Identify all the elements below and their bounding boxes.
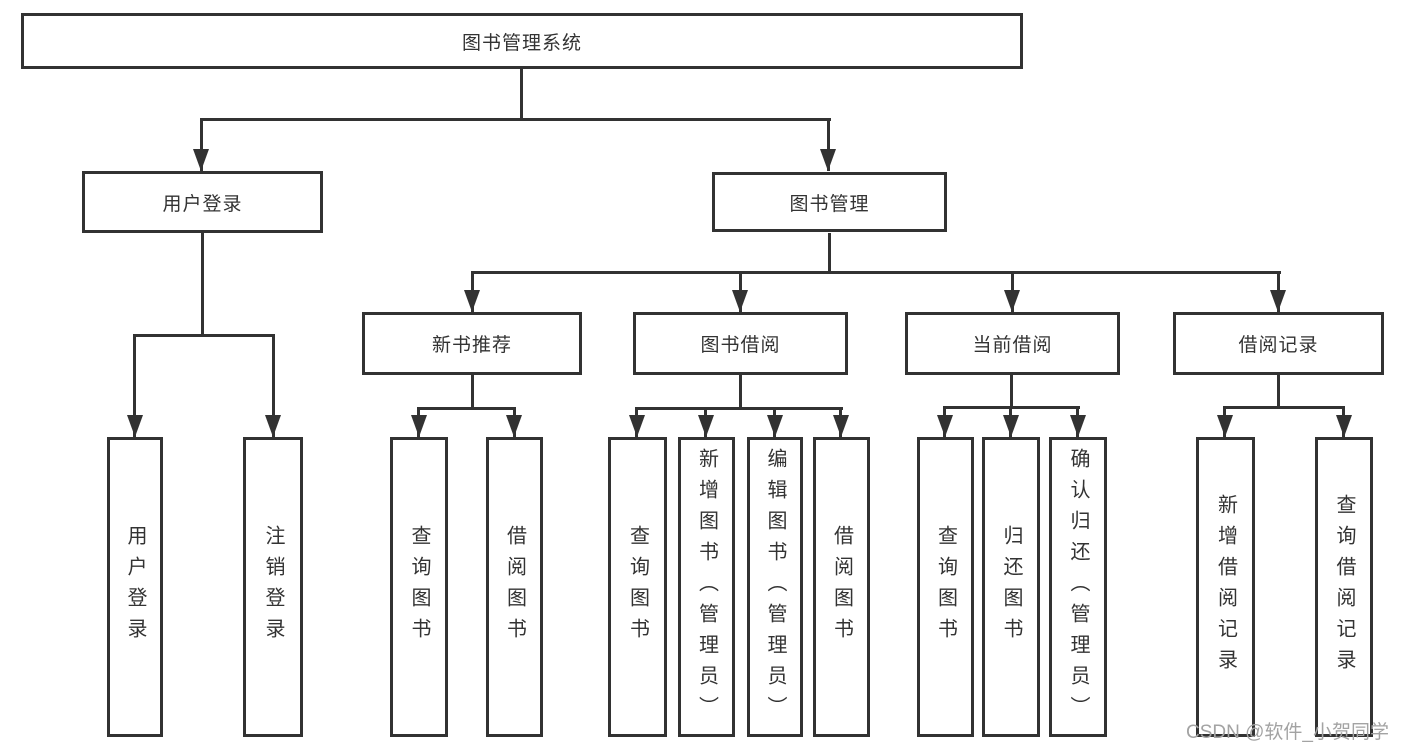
- connector-records-trunk: [1277, 375, 1280, 409]
- leaf-user-login: 用户登录: [107, 437, 163, 737]
- leaf-confirm-return-admin-label: 确认归还（管理员）: [1067, 447, 1089, 727]
- node-borrow-records-label: 借阅记录: [1238, 335, 1319, 356]
- leaf-return-books-label: 归还图书: [1000, 525, 1022, 649]
- connector-records-crossbar: [1223, 406, 1345, 409]
- arrow-down-icon: [1004, 290, 1020, 312]
- leaf-add-book-admin: 新增图书（管理员）: [678, 437, 735, 737]
- connector-recommend-trunk: [471, 375, 474, 410]
- connector-current-trunk: [1010, 375, 1013, 409]
- connector-borrowing-trunk: [739, 375, 742, 410]
- leaf-borrow-books-recommend: 借阅图书: [486, 437, 543, 737]
- node-book-management: 图书管理: [712, 172, 947, 232]
- leaf-query-books-recommend-label: 查询图书: [408, 525, 430, 649]
- node-user-login: 用户登录: [82, 171, 323, 233]
- leaf-add-borrow-record: 新增借阅记录: [1196, 437, 1255, 737]
- arrow-down-icon: [193, 149, 209, 171]
- node-user-login-label: 用户登录: [162, 193, 243, 215]
- connector-userlogin-stub-2: [272, 334, 275, 437]
- connector-root-stub-right: [827, 118, 830, 171]
- arrow-down-icon: [1217, 415, 1233, 437]
- arrow-down-icon: [629, 415, 645, 437]
- node-root: 图书管理系统: [21, 13, 1023, 69]
- leaf-add-book-admin-label: 新增图书（管理员）: [695, 447, 718, 727]
- arrow-down-icon: [767, 415, 783, 437]
- leaf-query-borrow-record: 查询借阅记录: [1315, 437, 1373, 737]
- arrow-down-icon: [937, 415, 953, 437]
- arrow-down-icon: [833, 415, 849, 437]
- arrow-down-icon: [820, 149, 836, 171]
- connector-root-crossbar: [200, 118, 831, 121]
- node-new-book-recommend-label: 新书推荐: [431, 335, 512, 356]
- leaf-query-books-borrowing: 查询图书: [608, 437, 667, 737]
- arrow-down-icon: [732, 290, 748, 312]
- leaf-borrow-books-recommend-label: 借阅图书: [503, 525, 526, 649]
- leaf-add-borrow-record-label: 新增借阅记录: [1214, 494, 1237, 680]
- leaf-user-login-label: 用户登录: [124, 525, 146, 649]
- arrow-down-icon: [127, 415, 143, 437]
- node-current-borrowing-label: 当前借阅: [972, 335, 1053, 356]
- arrow-down-icon: [265, 415, 281, 437]
- leaf-borrow-books-borrowing: 借阅图书: [813, 437, 870, 737]
- leaf-return-books: 归还图书: [982, 437, 1040, 737]
- leaf-borrow-books-borrowing-label: 借阅图书: [830, 525, 853, 649]
- connector-borrowing-crossbar: [635, 407, 843, 410]
- leaf-query-borrow-record-label: 查询借阅记录: [1333, 494, 1355, 680]
- arrow-down-icon: [1070, 415, 1086, 437]
- leaf-logout: 注销登录: [243, 437, 303, 737]
- arrow-down-icon: [411, 415, 427, 437]
- node-new-book-recommend: 新书推荐: [362, 312, 582, 375]
- arrow-down-icon: [506, 415, 522, 437]
- arrow-down-icon: [1336, 415, 1352, 437]
- arrow-down-icon: [1003, 415, 1019, 437]
- node-borrow-records: 借阅记录: [1173, 312, 1384, 375]
- connector-bookmgmt-trunk: [828, 233, 831, 274]
- leaf-logout-label: 注销登录: [262, 525, 284, 649]
- leaf-query-books-borrowing-label: 查询图书: [626, 525, 649, 649]
- leaf-confirm-return-admin: 确认归还（管理员）: [1049, 437, 1107, 737]
- leaf-edit-book-admin: 编辑图书（管理员）: [747, 437, 803, 737]
- connector-userlogin-stub-1: [133, 334, 136, 437]
- connector-recommend-crossbar: [417, 407, 516, 410]
- connector-bookmgmt-crossbar: [471, 271, 1281, 274]
- connector-userlogin-crossbar: [133, 334, 275, 337]
- connector-root-trunk: [520, 69, 523, 120]
- connector-root-stub-left: [200, 118, 203, 171]
- node-root-label: 图书管理系统: [461, 32, 582, 54]
- arrow-down-icon: [698, 415, 714, 437]
- leaf-query-books-current-label: 查询图书: [934, 525, 957, 649]
- node-book-borrowing: 图书借阅: [633, 312, 848, 375]
- arrow-down-icon: [1270, 290, 1286, 312]
- node-book-borrowing-label: 图书借阅: [700, 335, 781, 356]
- leaf-query-books-current: 查询图书: [917, 437, 974, 737]
- connector-userlogin-trunk: [201, 233, 204, 337]
- leaf-edit-book-admin-label: 编辑图书（管理员）: [764, 447, 786, 727]
- node-current-borrowing: 当前借阅: [905, 312, 1120, 375]
- arrow-down-icon: [464, 290, 480, 312]
- leaf-query-books-recommend: 查询图书: [390, 437, 448, 737]
- node-book-management-label: 图书管理: [789, 193, 870, 215]
- csdn-watermark: CSDN @软件_小贺同学: [1186, 722, 1389, 743]
